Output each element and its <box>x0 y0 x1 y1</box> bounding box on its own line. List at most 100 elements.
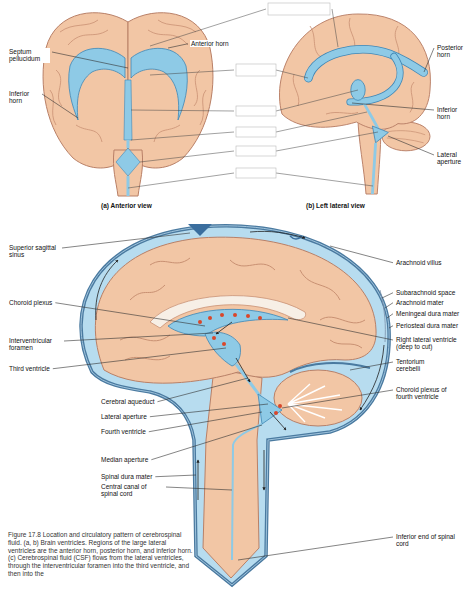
leader-line <box>155 475 196 477</box>
illustration-path <box>198 460 199 500</box>
illustration-rect <box>236 106 276 116</box>
structure-label: Lateral aperture <box>100 413 148 420</box>
structure-label: Meningeal dura mater <box>395 310 460 317</box>
illustration-path <box>258 394 282 424</box>
leader-line <box>389 326 393 328</box>
leader-line <box>62 233 190 248</box>
structure-label: Anterior horn <box>190 40 230 47</box>
leader-line <box>166 487 232 490</box>
illustration-path <box>203 368 262 578</box>
illustration-circle <box>198 320 202 324</box>
panel-title: (a) Anterior view <box>100 202 153 209</box>
illustration-use <box>128 13 213 168</box>
leader-line <box>238 537 393 560</box>
illustration-circle <box>222 342 226 346</box>
leader-line <box>150 404 268 417</box>
leader-line <box>42 94 78 118</box>
illustration-path <box>128 9 378 188</box>
illustration-path <box>372 126 388 143</box>
illustration-path <box>372 143 375 194</box>
structure-label: Lateral aperture <box>436 151 472 166</box>
illustration-path <box>264 450 265 490</box>
leader-line <box>352 103 434 110</box>
leader-line <box>387 314 393 318</box>
illustration-path <box>124 80 132 140</box>
structure-label: Periosteal dura mater <box>395 322 459 329</box>
structure-label: Arachnoid mater <box>395 299 445 306</box>
answer-blanks <box>128 3 378 188</box>
structure-label: Right lateral ventricle (deep to cut) <box>395 336 469 351</box>
illustration-path <box>236 358 250 382</box>
illustration-circle <box>278 404 282 408</box>
leader-line <box>149 412 262 432</box>
illustration-path <box>360 345 384 410</box>
leader-line <box>55 303 205 326</box>
leader-line <box>424 48 434 72</box>
panel-title: (b) Left lateral view <box>305 202 366 209</box>
illustration-circle <box>212 336 216 340</box>
leader-line <box>53 348 226 369</box>
leader-line <box>388 136 434 155</box>
illustration-rect <box>236 146 276 156</box>
illustration-path <box>350 56 400 102</box>
leader-line <box>64 333 213 341</box>
illustration-path <box>127 140 130 148</box>
structure-label: Third ventricle <box>8 365 51 372</box>
illustration-rect <box>236 64 276 76</box>
leader-line <box>168 44 188 48</box>
leader-line <box>350 362 393 370</box>
structure-label: Choroid plexus of fourth ventricle <box>395 386 463 401</box>
illustration-path <box>95 237 376 383</box>
structure-label: Fourth ventricle <box>100 428 147 435</box>
structure-label: Cerebral aqueduct <box>100 398 155 405</box>
illustration-g <box>198 313 282 415</box>
illustration-path <box>168 309 288 336</box>
illustration-path <box>308 49 423 78</box>
illustration-circle <box>246 314 250 318</box>
illustration-path <box>387 131 425 143</box>
illustration-rect <box>236 127 276 137</box>
illustration-circle <box>233 313 237 317</box>
illustration-g <box>96 231 384 500</box>
structure-label: Posterior horn <box>436 44 472 59</box>
leader-line <box>282 390 393 408</box>
illustration-rect <box>236 168 276 178</box>
anterior-brain <box>43 13 213 196</box>
structure-label: Inferior end of spinal cord <box>395 533 459 548</box>
leader-line <box>52 52 128 68</box>
illustration-path <box>216 322 232 334</box>
leader-line <box>151 425 262 460</box>
leader-line <box>157 378 248 402</box>
illustration-rect <box>268 3 330 15</box>
structure-label: Superior sagittal sinus <box>8 244 60 259</box>
sagittal-section <box>81 224 389 585</box>
illustration-path <box>279 14 430 129</box>
figure-caption: Figure 17.8 Location and circulatory pat… <box>8 531 194 578</box>
illustration-path <box>270 412 286 430</box>
illustration-use <box>43 13 128 168</box>
illustration-path <box>120 258 365 360</box>
illustration-path <box>205 332 241 366</box>
structure-label: Inferior horn <box>8 90 40 105</box>
structure-label: Choroid plexus <box>8 299 53 306</box>
illustration-path <box>250 231 305 238</box>
illustration-path <box>127 176 130 196</box>
structure-label: Septum pellucidum <box>8 48 50 63</box>
illustration-path <box>290 363 370 372</box>
illustration-circle <box>220 313 224 317</box>
leader-line <box>382 293 393 298</box>
structure-label: Spinal dura mater <box>100 473 153 480</box>
illustration-path <box>350 56 400 102</box>
illustration-path <box>288 384 342 422</box>
illustration-ellipse <box>274 370 362 426</box>
illustration-path <box>308 49 423 78</box>
leader-line <box>385 303 393 308</box>
leader-line <box>330 246 393 263</box>
structure-label: Median aperture <box>100 456 149 463</box>
lateral-brain <box>279 14 430 194</box>
illustration-path <box>232 424 262 560</box>
structure-label: Arachnoid villus <box>395 259 443 266</box>
illustration-circle <box>274 411 278 415</box>
illustration-g <box>113 80 142 196</box>
